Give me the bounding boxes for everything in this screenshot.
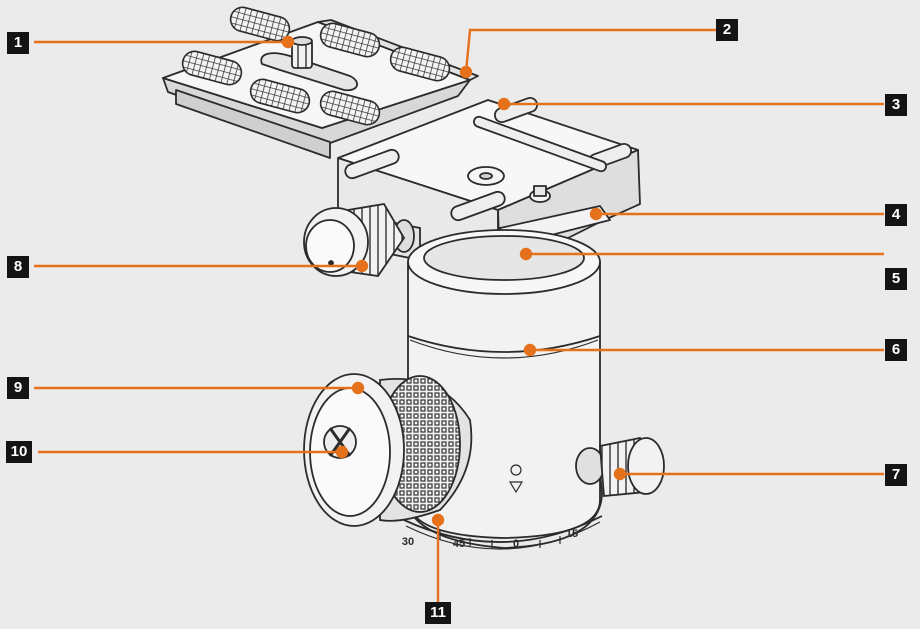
callout-label-5: 5 [885,268,907,290]
quick-release-plate [162,6,479,159]
callout-label-8: 8 [7,256,29,278]
callout-label-4: 4 [885,204,907,226]
dial-mark-45: 45 [453,538,465,550]
callout-label-6: 6 [885,339,907,361]
dial-mark-0: 0 [513,538,519,550]
callout-label-7: 7 [885,464,907,486]
clamp-knob [303,203,421,277]
callout-label-10: 10 [6,441,32,463]
dial-mark-30: 30 [402,536,414,548]
callout-label-9: 9 [7,377,29,399]
callout-lines [34,28,884,602]
callout-label-3: 3 [885,94,907,116]
callout-label-11: 11 [425,602,451,624]
dial-mark-15: 15 [566,528,578,540]
callout-label-1: 1 [7,32,29,54]
callout-label-2: 2 [716,19,738,41]
main-lock-knob [303,373,473,527]
